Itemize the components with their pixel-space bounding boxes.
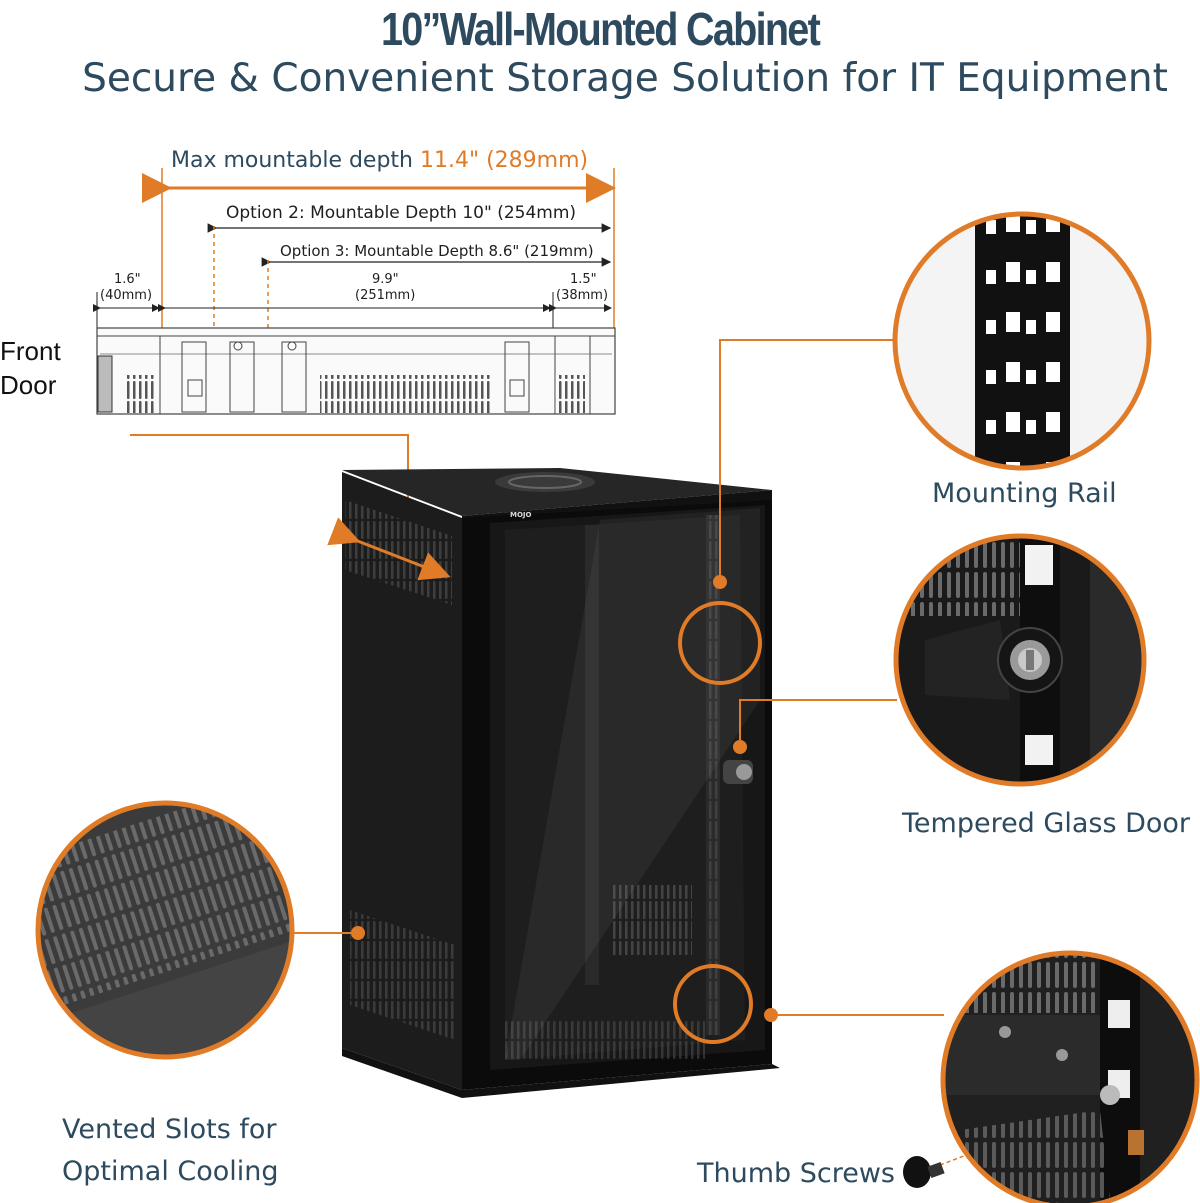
mid-depth-in: 9.9"	[372, 272, 399, 287]
option3-label: Option 3: Mountable Depth 8.6" (219mm)	[280, 242, 594, 260]
glass-door-label: Tempered Glass Door	[902, 808, 1191, 839]
vented-slots-zoom	[4, 774, 326, 1091]
left-depth-in: 1.6"	[114, 272, 141, 287]
right-depth-in: 1.5"	[570, 272, 597, 287]
thumb-screws-zoom	[940, 950, 1200, 1203]
option2-label: Option 2: Mountable Depth 10" (254mm)	[226, 203, 577, 223]
dimension-diagram	[93, 168, 616, 415]
max-depth-label: Max mountable depth 11.4" (289mm)	[171, 148, 589, 173]
mid-depth-mm: (251mm)	[355, 288, 416, 303]
page-title: 10”Wall-Mounted Cabinet	[380, 3, 821, 55]
brand-logo: MOJO	[510, 511, 532, 519]
vented-slots-label-line1: Vented Slots for	[62, 1114, 277, 1145]
vented-slots-label-line2: Optimal Cooling	[62, 1156, 279, 1187]
right-depth-mm: (38mm)	[556, 288, 609, 303]
left-depth-mm: (40mm)	[100, 288, 153, 303]
cabinet-illustration	[342, 468, 780, 1098]
mounting-rail-label: Mounting Rail	[932, 478, 1117, 509]
front-door-label: Front Door	[0, 336, 61, 400]
page-subtitle: Secure & Convenient Storage Solution for…	[82, 56, 1168, 101]
glass-door-zoom	[893, 533, 1147, 787]
thumb-screws-label: Thumb Screws	[697, 1158, 895, 1189]
mounting-rail-zoom	[892, 211, 1152, 471]
thumb-screw-icon	[903, 1156, 945, 1188]
